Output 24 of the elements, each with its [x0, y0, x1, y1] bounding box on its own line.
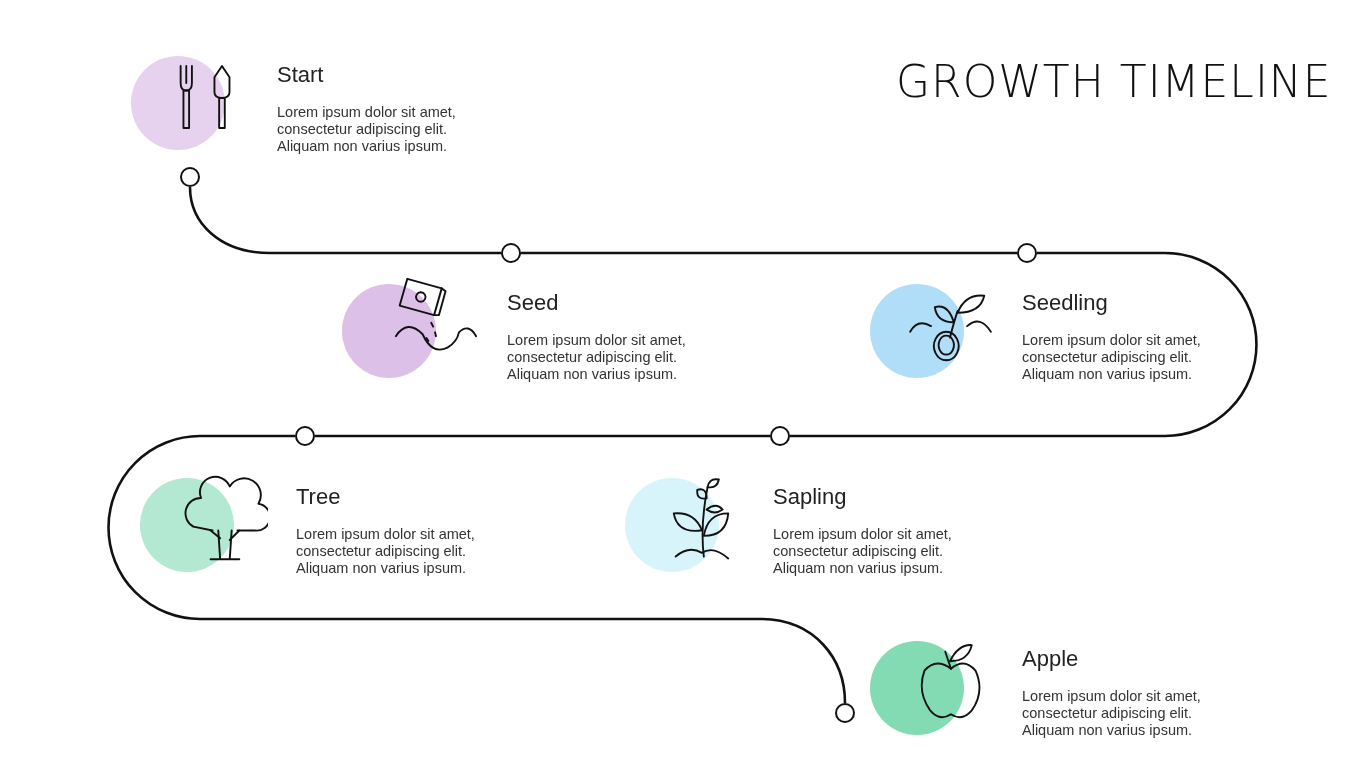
step-title: Sapling	[773, 484, 847, 510]
step-title: Seedling	[1022, 290, 1108, 316]
timeline-path	[188, 186, 501, 255]
step-description: Lorem ipsum dolor sit amet, consectetur adipiscing elit. Aliquam non varius ipsum.	[1022, 688, 1202, 739]
page-title: GROWTH TIMELINE	[896, 56, 1332, 107]
timeline-marker	[770, 426, 790, 446]
step-title: Start	[277, 62, 324, 88]
step-title: Apple	[1022, 646, 1079, 672]
timeline-path	[107, 434, 847, 704]
timeline-marker	[295, 426, 315, 446]
timeline-marker	[501, 243, 521, 263]
step-description: Lorem ipsum dolor sit amet, consectetur adipiscing elit. Aliquam non varius ipsum.	[1022, 332, 1202, 383]
timeline-marker	[180, 167, 200, 187]
step-description: Lorem ipsum dolor sit amet, consectetur adipiscing elit. Aliquam non varius ipsum.	[277, 104, 457, 155]
step-title: Tree	[296, 484, 341, 510]
timeline-marker	[835, 703, 855, 723]
timeline-marker	[1017, 243, 1037, 263]
step-description: Lorem ipsum dolor sit amet, consectetur adipiscing elit. Aliquam non varius ipsum.	[296, 526, 476, 577]
timeline-path	[315, 434, 770, 438]
step-title: Seed	[507, 290, 559, 316]
timeline-path	[521, 251, 1017, 255]
step-description: Lorem ipsum dolor sit amet, consectetur adipiscing elit. Aliquam non varius ipsum.	[773, 526, 953, 577]
step-description: Lorem ipsum dolor sit amet, consectetur adipiscing elit. Aliquam non varius ipsum.	[507, 332, 687, 383]
timeline-path	[790, 251, 1258, 438]
